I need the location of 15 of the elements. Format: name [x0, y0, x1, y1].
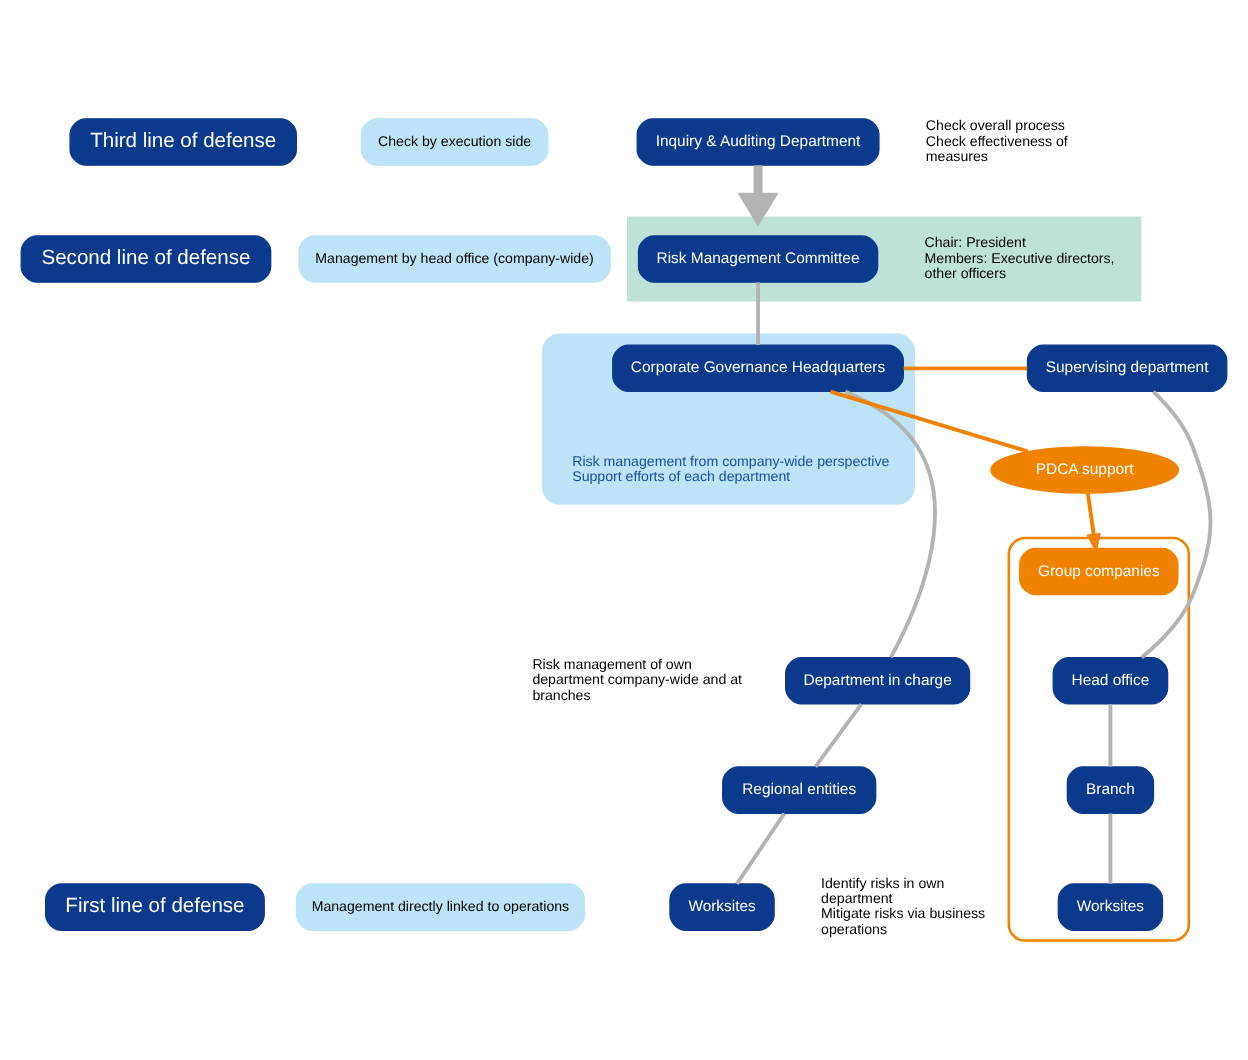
- node-box: Second line of defense: [20, 234, 272, 282]
- connector: [830, 388, 1029, 453]
- connector: [756, 281, 760, 344]
- connector: [844, 388, 937, 658]
- node-box: First line of defense: [45, 882, 265, 930]
- connector: [903, 365, 1028, 370]
- connector: [813, 702, 863, 767]
- connector: [735, 811, 786, 884]
- node-box: Third line of defense: [69, 117, 298, 165]
- connector: [1108, 812, 1113, 883]
- cluster: [626, 215, 1142, 301]
- connector: [1108, 703, 1113, 766]
- arrow: [737, 164, 779, 226]
- arrow: [1085, 491, 1101, 554]
- connector: [1140, 389, 1213, 658]
